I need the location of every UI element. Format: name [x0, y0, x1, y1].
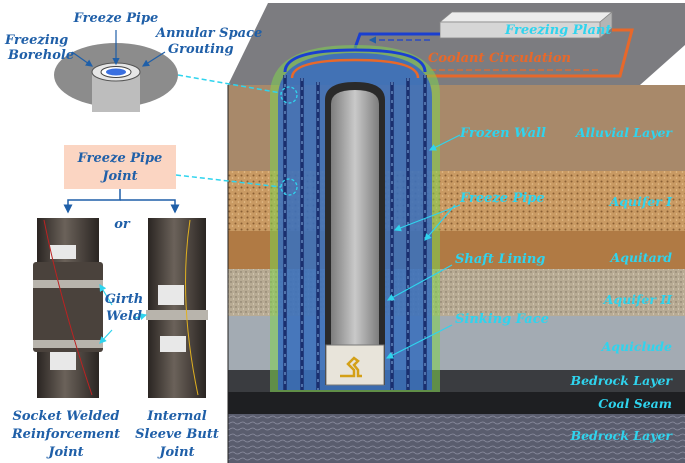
freezing-plant	[438, 11, 614, 39]
supply-line	[353, 32, 440, 49]
label-joint-box-1: Freeze Pipe	[77, 151, 163, 166]
label-freezing-borehole-1: Freezing	[4, 33, 68, 48]
label-annular-grouting-2: Grouting	[168, 42, 234, 57]
layer-label-aquifer-1: Aquifer I	[609, 194, 674, 209]
label-freezing-plant: Freezing Plant	[504, 23, 611, 38]
label-freeze-pipe-shaft: Freeze Pipe	[459, 191, 545, 206]
label-weld: Weld	[106, 309, 142, 324]
label-shaft-lining: Shaft Lining	[455, 252, 545, 267]
socket-welded-joint-photo	[33, 218, 103, 398]
left-caption-3: Joint	[45, 445, 83, 460]
left-caption-2: Reinforcement	[11, 427, 120, 442]
layer-label-bedrock-1: Bedrock Layer	[570, 373, 674, 388]
right-caption-2: Sleeve Butt	[135, 427, 219, 442]
inset-link-circle	[280, 86, 298, 104]
internal-sleeve-joint-photo	[146, 218, 208, 398]
label-frozen-wall: Frozen Wall	[459, 126, 546, 141]
label-joint-box-2: Joint	[99, 169, 137, 184]
right-caption-1: Internal	[146, 409, 207, 424]
right-caption-3: Joint	[156, 445, 194, 460]
shaft	[325, 82, 385, 386]
return-header	[290, 58, 420, 79]
layer-label-alluvial: Alluvial Layer	[575, 125, 674, 140]
joint-link-circle	[280, 178, 298, 196]
borehole-inset	[54, 43, 178, 112]
supply-header	[283, 48, 427, 73]
label-freezing-borehole-2: Borehole	[7, 48, 74, 63]
label-or: or	[114, 217, 131, 232]
excavator-icon	[340, 356, 362, 378]
layer-label-coal-seam: Coal Seam	[598, 396, 672, 411]
layer-label-bedrock-2: Bedrock Layer	[570, 428, 674, 443]
layer-coal-seam	[228, 392, 685, 414]
label-annular-grouting-1: Annular Space	[154, 26, 262, 41]
layer-label-aquitard: Aquitard	[610, 250, 673, 265]
layer-label-aquifer-2: Aquifer II	[603, 292, 673, 307]
label-girth: Girth	[105, 292, 143, 307]
label-sinking-face: Sinking Face	[455, 312, 549, 327]
layer-label-aquiclude: Aquiclude	[601, 339, 672, 354]
left-caption-1: Socket Welded	[13, 409, 120, 424]
layer-bedrock-2	[228, 414, 685, 463]
joint-label-box	[64, 145, 176, 189]
label-coolant-circulation: Coolant Circulation	[428, 51, 571, 66]
label-freeze-pipe-inset: Freeze Pipe	[73, 11, 159, 26]
